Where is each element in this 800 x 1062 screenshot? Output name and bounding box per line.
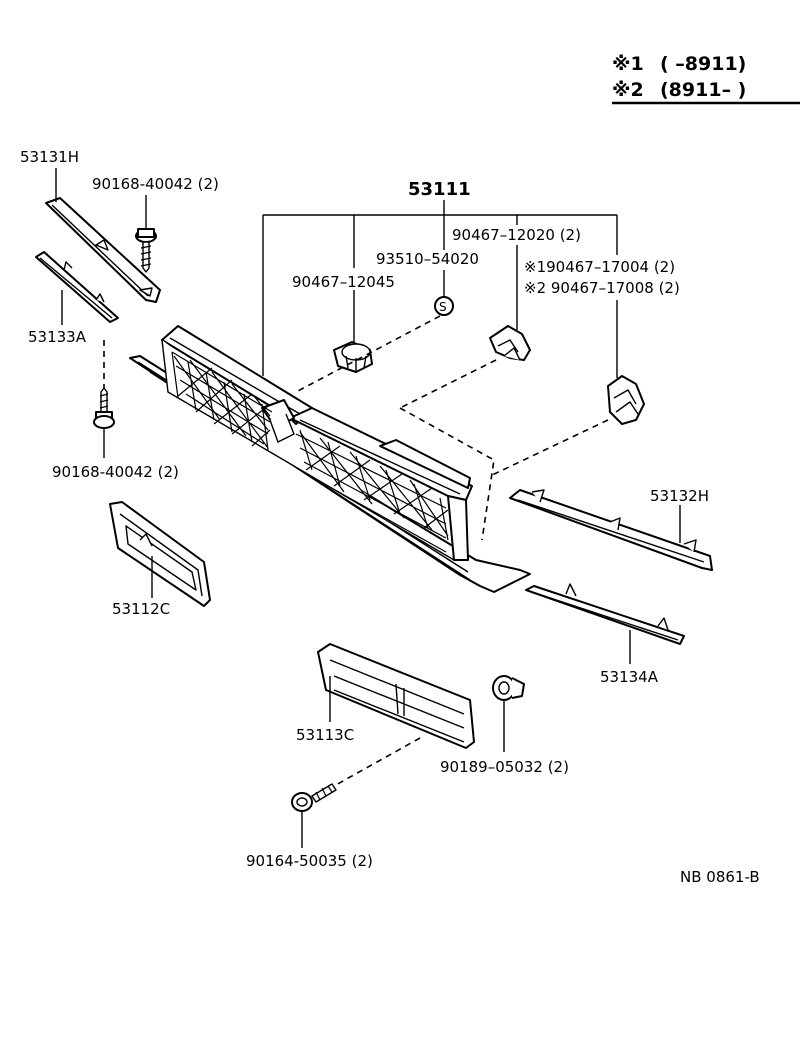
legend-mark-1: ※1 bbox=[612, 53, 644, 75]
part-53133A bbox=[35, 251, 119, 325]
label-90467-12020: 90467–12020 (2) bbox=[452, 226, 581, 244]
legend-range-2: (8911– ) bbox=[660, 79, 746, 101]
label-93510-54020: 93510–54020 bbox=[376, 250, 479, 268]
part-53132H bbox=[509, 489, 713, 571]
s-marker-icon: S bbox=[439, 300, 447, 314]
reference-code: NB 0861-B bbox=[680, 868, 760, 886]
label-90168-bottom: 90168-40042 (2) bbox=[52, 463, 179, 481]
label-53111: 53111 bbox=[408, 179, 471, 200]
screw-90164-50035 bbox=[291, 737, 421, 848]
label-53134A: 53134A bbox=[600, 668, 659, 686]
label-90467-17008: ※2 90467–17008 (2) bbox=[524, 279, 680, 297]
legend-range-1: ( –8911) bbox=[660, 53, 746, 75]
legend: ※1 ( –8911) ※2 (8911– ) bbox=[612, 53, 800, 105]
label-90189-05032: 90189–05032 (2) bbox=[440, 758, 569, 776]
part-53131H bbox=[45, 168, 161, 303]
clip-90467-12020 bbox=[489, 245, 531, 361]
label-53132H: 53132H bbox=[650, 487, 709, 505]
legend-mark-2: ※2 bbox=[612, 79, 644, 101]
part-53113C bbox=[317, 643, 475, 749]
screw-90168-top bbox=[135, 195, 157, 273]
part-labels: 53131H 90168-40042 (2) 53111 90467–12020… bbox=[20, 148, 760, 886]
clip-93510-54020: S bbox=[434, 270, 454, 316]
clip-90467-17004 bbox=[607, 300, 645, 425]
nut-90189-05032 bbox=[492, 675, 525, 752]
label-53133A: 53133A bbox=[28, 328, 87, 346]
label-53112C: 53112C bbox=[112, 600, 170, 618]
part-53111-grille bbox=[129, 200, 618, 593]
part-53134A bbox=[525, 583, 685, 664]
label-53113C: 53113C bbox=[296, 726, 354, 744]
clip-90467-12045 bbox=[333, 290, 373, 373]
label-53131H: 53131H bbox=[20, 148, 79, 166]
screw-90168-bottom bbox=[93, 340, 115, 458]
label-90467-17004: ※190467–17004 (2) bbox=[524, 258, 675, 276]
part-53112C bbox=[109, 501, 211, 607]
label-90467-12045: 90467–12045 bbox=[292, 273, 395, 291]
label-90164-50035: 90164-50035 (2) bbox=[246, 852, 373, 870]
dashed-connectors bbox=[295, 315, 609, 541]
label-90168-top: 90168-40042 (2) bbox=[92, 175, 219, 193]
